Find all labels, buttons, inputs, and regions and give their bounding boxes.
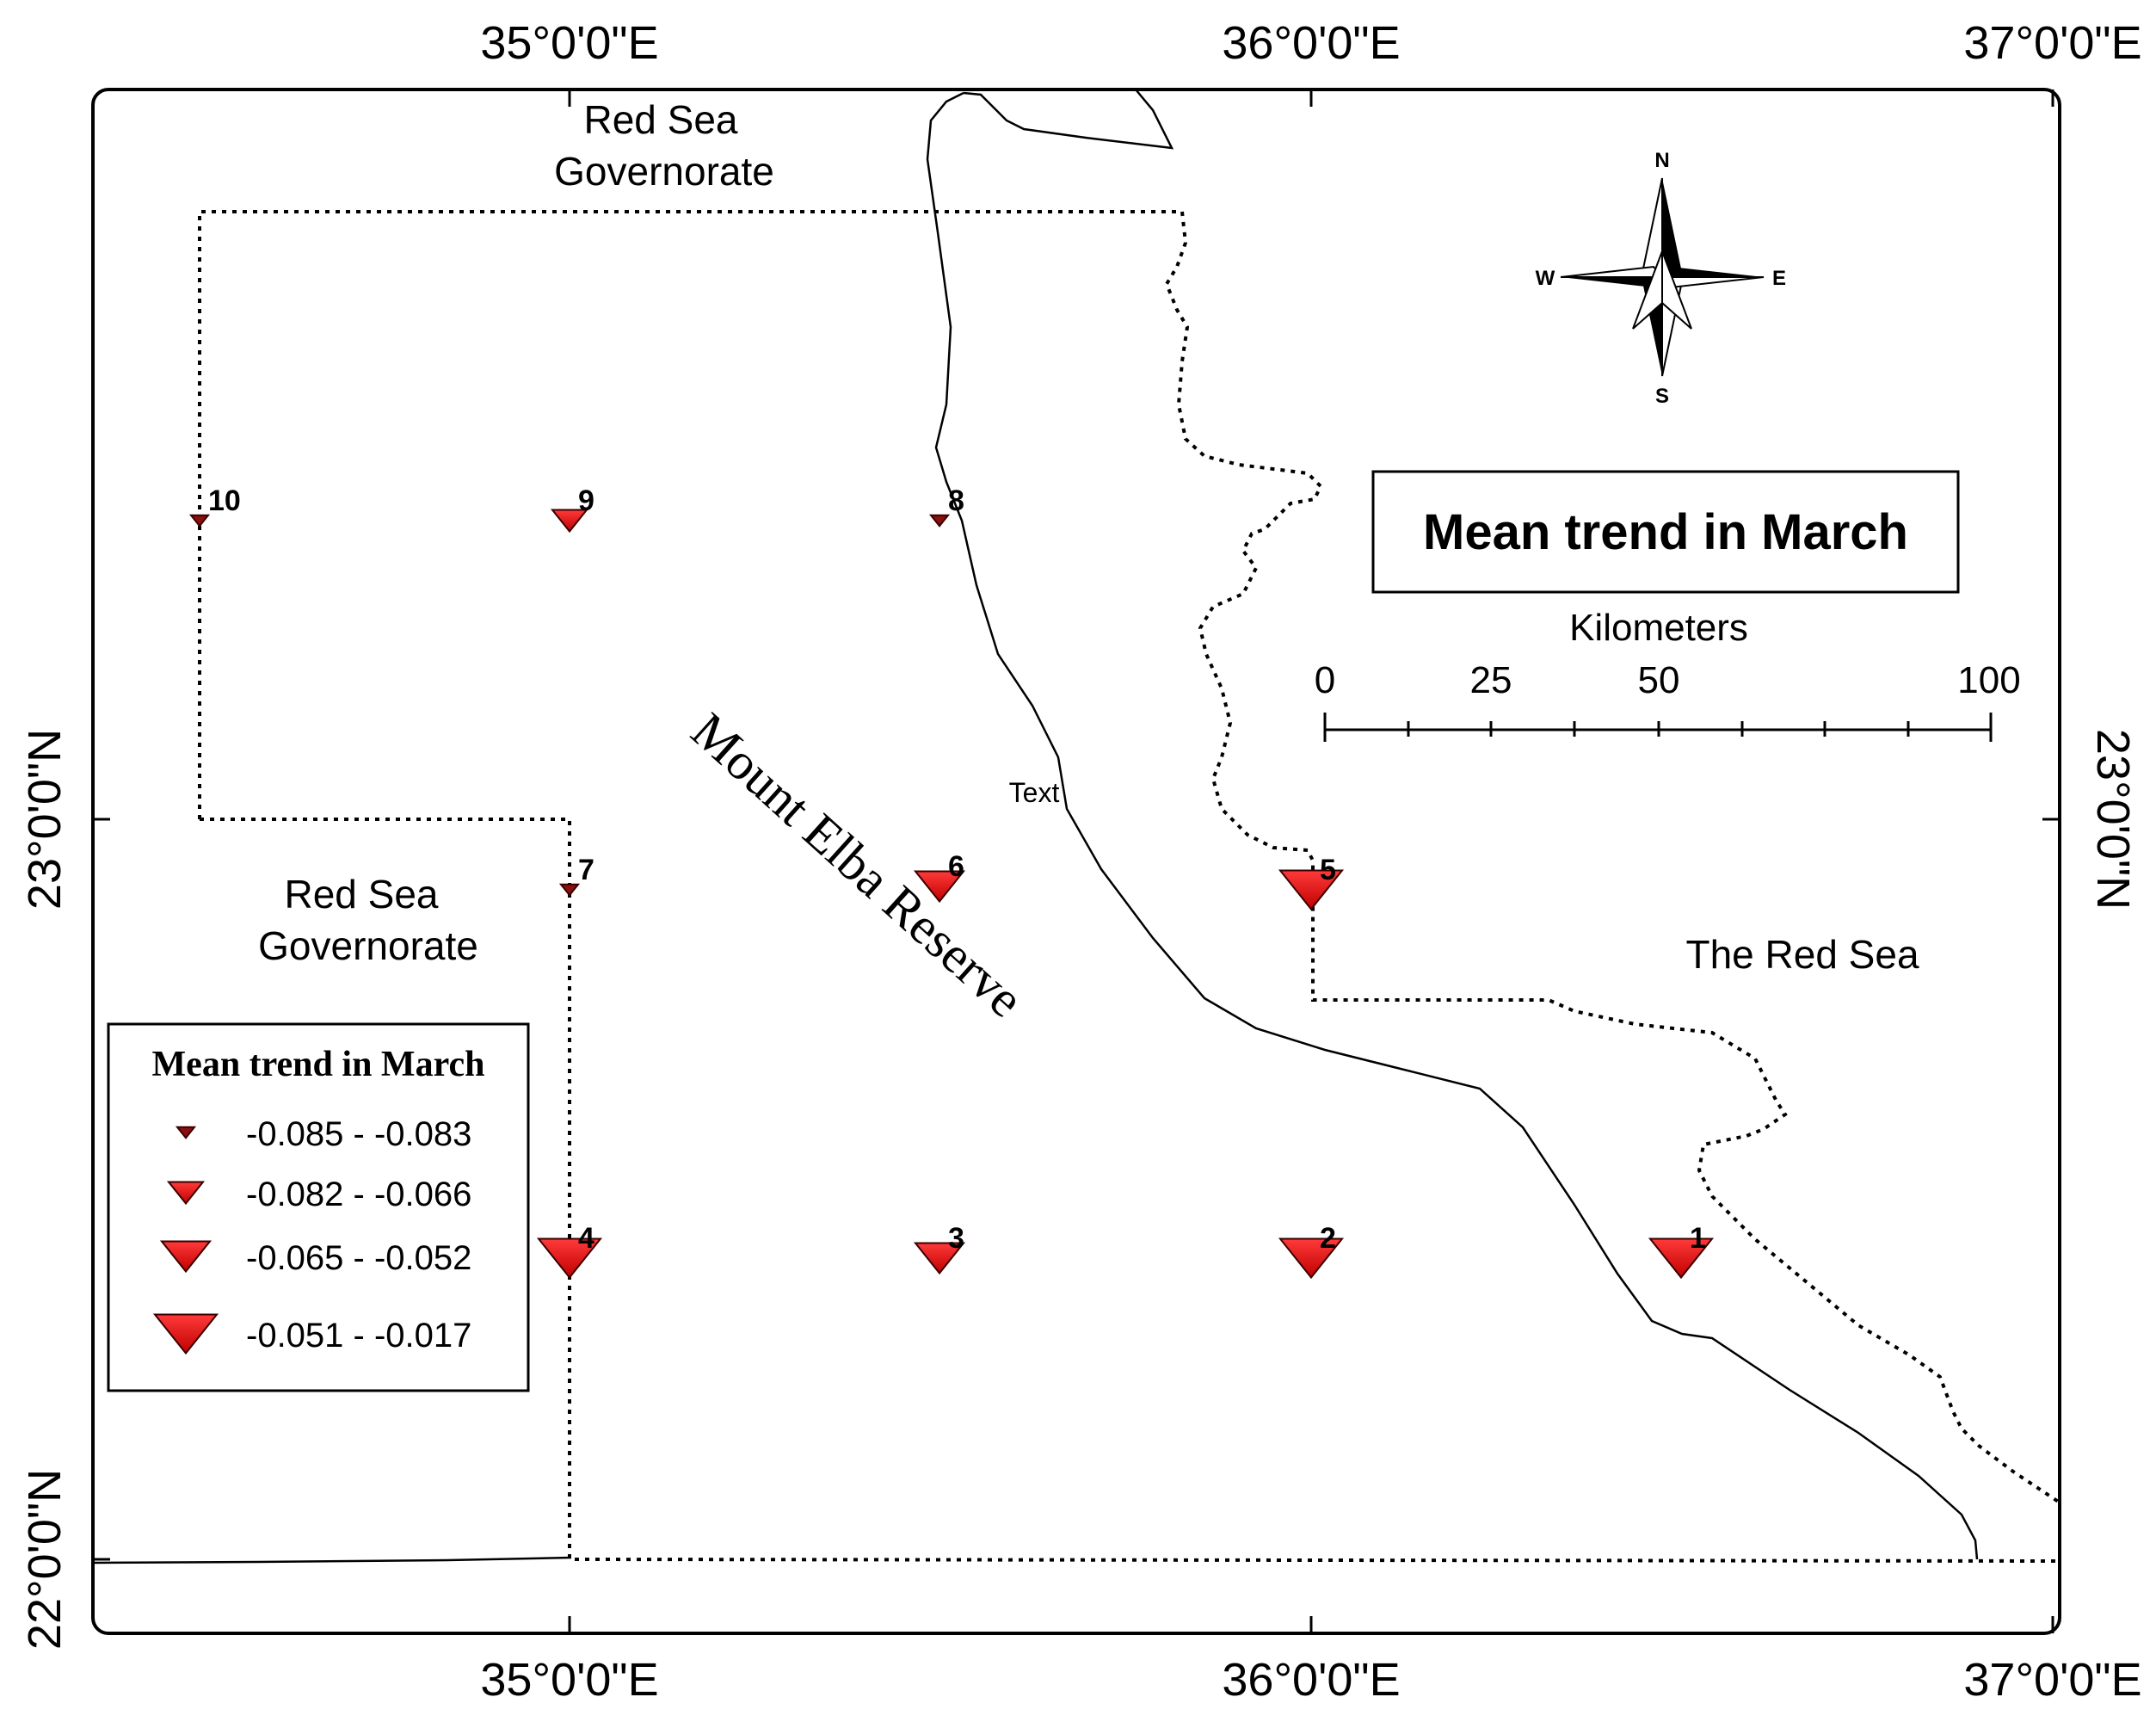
legend-label: -0.051 - -0.017	[246, 1317, 471, 1355]
station-label: 5	[1320, 854, 1336, 886]
bottom-lon-label: 37°0'0"E	[1963, 1654, 2141, 1706]
scale-unit-label: Kilometers	[1569, 607, 1748, 649]
station-label: 7	[578, 854, 594, 886]
station-label: 3	[948, 1222, 964, 1255]
station-marker	[928, 514, 951, 528]
legend-item: -0.085 - -0.083	[175, 1115, 471, 1153]
legend-item: -0.065 - -0.052	[159, 1239, 471, 1277]
station-1: 1	[1648, 1222, 1715, 1280]
governorate-label-top: Governorate	[554, 149, 774, 194]
compass-n-label: N	[1654, 149, 1669, 172]
coastline-north	[963, 89, 1174, 150]
bottom-lon-label: 36°0'0"E	[1222, 1654, 1400, 1706]
station-marker	[188, 514, 211, 528]
scale-tick-label: 100	[1957, 659, 2020, 701]
left-lat-label: 23°0'0"N	[19, 729, 71, 910]
station-5: 5	[1278, 854, 1345, 911]
top-lon-label: 36°0'0"E	[1222, 17, 1400, 69]
legend-item: -0.082 - -0.066	[166, 1176, 471, 1213]
right-lat-label: 23°0'0"N	[2087, 729, 2139, 910]
legend-title: Mean trend in March	[152, 1045, 485, 1084]
coastline	[926, 91, 1979, 1560]
station-3: 3	[913, 1222, 966, 1275]
bottom-lon-label: 35°0'0"E	[480, 1654, 658, 1706]
station-10: 10	[188, 484, 241, 528]
station-marker	[913, 870, 966, 904]
legend-items: -0.085 - -0.083 -0.082 - -0.066 -0.065 - -…	[152, 1115, 471, 1355]
legend-symbol	[175, 1126, 197, 1139]
station-marker	[913, 1242, 966, 1275]
southern-boundary	[92, 1556, 572, 1564]
station-label: 6	[948, 850, 964, 883]
station-label: 1	[1690, 1222, 1706, 1255]
legend-label: -0.065 - -0.052	[246, 1239, 471, 1277]
governorate-label-top: Red Sea	[583, 97, 737, 142]
station-markers: 1 2 3 4 5 6 7 8 9 10	[188, 484, 1715, 1280]
station-6: 6	[913, 850, 966, 904]
station-2: 2	[1278, 1222, 1345, 1280]
station-7: 7	[558, 854, 594, 897]
frame-ticks	[93, 89, 2060, 1633]
station-9: 9	[550, 484, 594, 534]
title-box	[1371, 470, 1960, 594]
stray-text-label: Text	[1009, 777, 1060, 808]
station-marker	[550, 509, 589, 534]
map-frame	[91, 88, 2061, 1635]
legend-symbol	[152, 1313, 219, 1355]
top-lon-label: 37°0'0"E	[1963, 17, 2141, 69]
governorate-label-left: Red Sea	[284, 872, 438, 916]
station-label: 10	[208, 484, 241, 517]
map-title: Mean trend in March	[1423, 504, 1908, 560]
legend-label: -0.085 - -0.083	[246, 1115, 471, 1153]
sea-label: The Red Sea	[1685, 932, 1919, 977]
top-lon-label: 35°0'0"E	[480, 17, 658, 69]
compass-rose: N S E W	[1536, 149, 1786, 408]
station-8: 8	[928, 484, 964, 528]
governorate-label-left: Governorate	[258, 923, 478, 968]
station-marker	[536, 1237, 603, 1280]
legend-symbol	[159, 1240, 213, 1274]
station-label: 4	[578, 1222, 594, 1255]
legend-symbol	[166, 1181, 206, 1206]
scale-tick-label: 0	[1315, 659, 1335, 701]
compass-w-label: W	[1536, 267, 1555, 290]
station-marker	[1648, 1237, 1715, 1280]
legend-item: -0.051 - -0.017	[152, 1313, 471, 1355]
station-label: 9	[578, 484, 594, 517]
scale-bar: Kilometers 0 25 50 100	[1315, 607, 2021, 742]
left-lat-label: 22°0'0"N	[19, 1469, 71, 1650]
station-marker	[558, 883, 581, 897]
station-label: 8	[948, 484, 964, 517]
scale-tick-label: 50	[1638, 659, 1680, 701]
legend-label: -0.082 - -0.066	[246, 1176, 471, 1213]
station-marker	[1278, 869, 1345, 911]
scale-tick-label: 25	[1470, 659, 1512, 701]
station-marker	[1278, 1237, 1345, 1280]
compass-e-label: E	[1772, 267, 1786, 290]
station-4: 4	[536, 1222, 603, 1280]
compass-east-arrow	[1662, 267, 1764, 277]
compass-s-label: S	[1655, 385, 1669, 408]
station-label: 2	[1320, 1222, 1336, 1255]
